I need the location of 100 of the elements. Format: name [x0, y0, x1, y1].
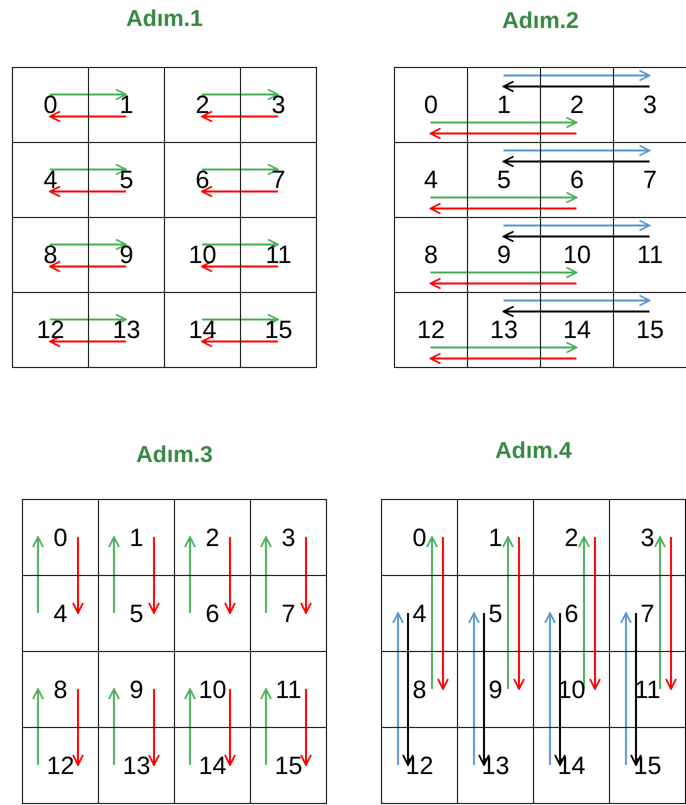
cell-number: 14 [558, 752, 586, 780]
cell-number: 1 [120, 91, 134, 119]
cell-number: 4 [44, 166, 58, 194]
cell-number: 1 [130, 524, 144, 552]
cell-number: 15 [636, 316, 664, 344]
arrow [502, 80, 650, 92]
cell-number: 1 [497, 91, 511, 119]
cell-number: 13 [490, 316, 518, 344]
arrow [392, 612, 404, 765]
arrow [437, 537, 449, 690]
arrow [478, 613, 490, 766]
cell-number: 2 [196, 91, 210, 119]
cell-number: 9 [488, 676, 502, 704]
step-title: Adım.3 [135, 441, 214, 468]
arrow [665, 537, 677, 690]
cell-number: 0 [44, 91, 58, 119]
arrow [300, 689, 312, 766]
cell-number: 1 [488, 524, 502, 552]
step-title: Adım.4 [494, 437, 573, 464]
arrow [50, 314, 127, 326]
arrow [201, 336, 278, 348]
cell-number: 15 [634, 752, 662, 780]
cell-number: 3 [640, 524, 654, 552]
cell-number: 4 [54, 600, 68, 628]
arrow [202, 164, 279, 176]
cell-number: 2 [570, 91, 584, 119]
cell-number: 8 [44, 241, 58, 269]
cell-number: 11 [634, 676, 660, 704]
arrow [260, 536, 272, 613]
cell-number: 11 [266, 241, 292, 269]
arrow [430, 116, 578, 128]
arrow [430, 352, 576, 364]
arrow [260, 688, 272, 765]
arrow [201, 260, 278, 272]
cell-number: 15 [264, 316, 292, 344]
arrow [148, 537, 160, 614]
cell-number: 14 [563, 316, 591, 344]
arrow [201, 186, 278, 198]
cell-number: 10 [558, 676, 586, 704]
cell-number: 15 [274, 752, 302, 780]
arrow [589, 537, 601, 690]
arrow [148, 689, 160, 766]
cell-number: 0 [412, 524, 426, 552]
step-title: Adım.2 [501, 7, 580, 34]
cell-number: 6 [196, 166, 210, 194]
arrow [72, 689, 84, 766]
arrow [630, 613, 642, 766]
arrow [554, 613, 566, 766]
arrow [502, 156, 650, 168]
arrow [504, 144, 650, 156]
arrow [504, 220, 650, 232]
arrow [502, 536, 514, 689]
step-title: Adım.1 [125, 5, 204, 32]
cell-number: 3 [643, 91, 657, 119]
cell-number: 2 [564, 524, 578, 552]
arrow [402, 613, 414, 766]
arrow [32, 688, 44, 765]
cell-number: 4 [424, 166, 438, 194]
arrow [224, 689, 236, 766]
arrow [430, 192, 578, 204]
arrow [430, 342, 578, 354]
arrow [202, 88, 279, 100]
cell-number: 11 [637, 241, 663, 269]
arrow [49, 260, 126, 272]
arrow [202, 314, 279, 326]
cell-number: 7 [282, 600, 296, 628]
cell-number: 7 [640, 600, 654, 628]
cell-number: 5 [130, 600, 144, 628]
cell-number: 14 [198, 752, 226, 780]
arrow [49, 336, 126, 348]
arrow [654, 536, 666, 689]
cell-number: 6 [570, 166, 584, 194]
cell-number: 6 [564, 600, 578, 628]
arrow [202, 238, 279, 250]
arrow [513, 537, 525, 690]
arrow [72, 537, 84, 614]
cell-number: 7 [643, 166, 657, 194]
arrow [50, 238, 127, 250]
arrow [426, 536, 438, 689]
cell-number: 5 [497, 166, 511, 194]
arrow [201, 110, 278, 122]
cell-number: 3 [272, 91, 286, 119]
arrow [49, 186, 126, 198]
cell-number: 12 [36, 316, 64, 344]
cell-number: 8 [54, 676, 68, 704]
cell-number: 8 [424, 241, 438, 269]
cell-number: 13 [482, 752, 510, 780]
cell-number: 10 [198, 676, 226, 704]
cell-number: 12 [406, 752, 434, 780]
cell-number: 8 [412, 676, 426, 704]
arrow [578, 536, 590, 689]
arrow [50, 164, 127, 176]
arrow [430, 266, 578, 278]
cell-number: 9 [497, 241, 511, 269]
arrow [502, 306, 650, 318]
arrow [224, 537, 236, 614]
arrow [300, 537, 312, 614]
cell-number: 5 [120, 166, 134, 194]
arrow [108, 688, 120, 765]
arrow [468, 612, 480, 765]
